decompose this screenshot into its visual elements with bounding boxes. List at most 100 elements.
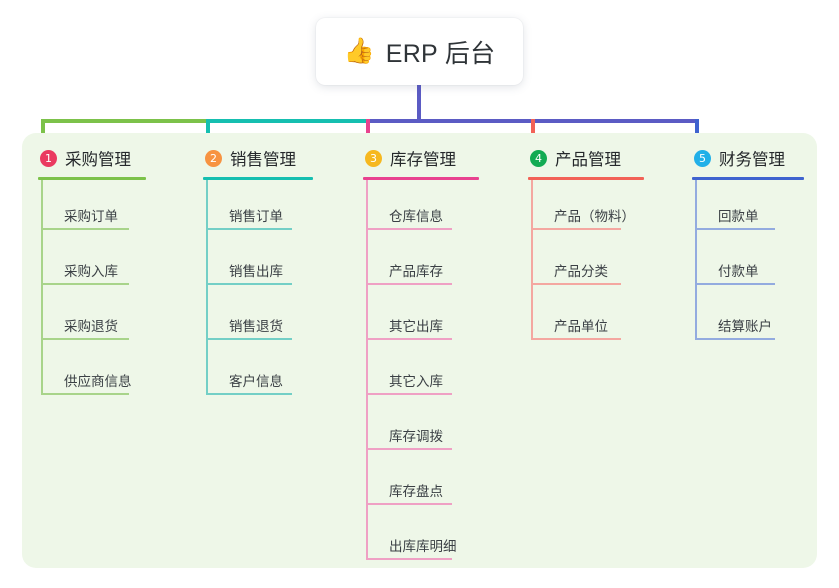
drop-stub-2 [206, 119, 210, 146]
leaf-label: 销售订单 [229, 209, 283, 224]
diagram-panel [22, 133, 817, 568]
leaf-item[interactable]: 采购退货 [38, 290, 150, 345]
column-rule [528, 177, 644, 180]
leaf-item[interactable]: 产品库存 [363, 235, 481, 290]
leaf-label: 客户信息 [229, 374, 283, 389]
column-header-5[interactable]: 5 财务管理 [692, 146, 804, 170]
column-title: 产品管理 [555, 151, 621, 169]
leaf-rule [531, 283, 621, 285]
leaf-label: 出库库明细 [389, 539, 457, 554]
column-1: 1 采购管理采购订单采购入库采购退货供应商信息 [38, 146, 150, 400]
leaf-rule [531, 228, 621, 230]
leaf-item[interactable]: 其它出库 [363, 290, 481, 345]
leaf-label: 供应商信息 [64, 374, 132, 389]
leaf-item[interactable]: 销售订单 [203, 180, 313, 235]
root-stem [417, 85, 421, 123]
leaf-label: 销售退货 [229, 319, 283, 334]
leaf-label: 库存盘点 [389, 484, 443, 499]
column-title: 采购管理 [65, 151, 131, 169]
number-badge: 5 [694, 149, 711, 167]
leaf-label: 其它出库 [389, 319, 443, 334]
leaf-list: 仓库信息产品库存其它出库其它入库库存调拨库存盘点出库库明细 [363, 180, 481, 565]
leaf-item[interactable]: 产品单位 [528, 290, 646, 345]
leaf-spine [41, 180, 43, 395]
column-rule [38, 177, 146, 180]
drop-stub-5 [695, 119, 699, 146]
leaf-rule [41, 393, 129, 395]
drop-stub-4 [531, 119, 535, 146]
leaf-rule [366, 393, 452, 395]
leaf-rule [206, 393, 292, 395]
leaf-label: 采购订单 [64, 209, 118, 224]
leaf-rule [695, 338, 775, 340]
leaf-label: 结算账户 [718, 319, 772, 334]
column-rule [692, 177, 804, 180]
number-badge: 3 [365, 149, 382, 167]
leaf-spine [206, 180, 208, 395]
leaf-label: 回款单 [718, 209, 759, 224]
leaf-label: 采购退货 [64, 319, 118, 334]
leaf-item[interactable]: 销售退货 [203, 290, 313, 345]
leaf-item[interactable]: 产品（物料） [528, 180, 646, 235]
leaf-rule [366, 503, 452, 505]
leaf-item[interactable]: 库存盘点 [363, 455, 481, 510]
leaf-item[interactable]: 其它入库 [363, 345, 481, 400]
leaf-item[interactable]: 付款单 [692, 235, 804, 290]
column-rule [363, 177, 479, 180]
bus-segment-1 [41, 119, 210, 123]
leaf-item[interactable]: 采购入库 [38, 235, 150, 290]
bus-segment-2 [206, 119, 370, 123]
column-header-1[interactable]: 1 采购管理 [38, 146, 150, 170]
column-5: 5 财务管理回款单付款单结算账户 [692, 146, 804, 345]
leaf-spine [695, 180, 697, 340]
page-title: ERP 后台 [385, 39, 496, 68]
leaf-spine [531, 180, 533, 340]
leaf-rule [366, 338, 452, 340]
leaf-label: 仓库信息 [389, 209, 443, 224]
leaf-rule [531, 338, 621, 340]
leaf-label: 产品库存 [389, 264, 443, 279]
leaf-rule [366, 283, 452, 285]
leaf-rule [206, 283, 292, 285]
leaf-item[interactable]: 结算账户 [692, 290, 804, 345]
column-2: 2 销售管理销售订单销售出库销售退货客户信息 [203, 146, 313, 400]
leaf-item[interactable]: 采购订单 [38, 180, 150, 235]
drop-stub-1 [41, 119, 45, 146]
column-title: 销售管理 [230, 151, 296, 169]
leaf-label: 产品分类 [554, 264, 608, 279]
column-rule [203, 177, 313, 180]
column-header-2[interactable]: 2 销售管理 [203, 146, 313, 170]
leaf-label: 付款单 [718, 264, 759, 279]
leaf-item[interactable]: 产品分类 [528, 235, 646, 290]
leaf-rule [366, 558, 452, 560]
number-badge: 2 [205, 149, 222, 167]
drop-stub-3 [366, 119, 370, 146]
leaf-list: 销售订单销售出库销售退货客户信息 [203, 180, 313, 400]
leaf-rule [366, 448, 452, 450]
leaf-list: 回款单付款单结算账户 [692, 180, 804, 345]
bus-segment-4 [531, 119, 699, 123]
leaf-item[interactable]: 供应商信息 [38, 345, 150, 400]
leaf-rule [695, 228, 775, 230]
leaf-label: 产品（物料） [554, 209, 635, 224]
leaf-label: 销售出库 [229, 264, 283, 279]
leaf-item[interactable]: 回款单 [692, 180, 804, 235]
thumbs-up-icon: 👍 [343, 37, 375, 65]
leaf-item[interactable]: 库存调拨 [363, 400, 481, 455]
number-badge: 1 [40, 149, 57, 167]
leaf-item[interactable]: 出库库明细 [363, 510, 481, 565]
leaf-rule [206, 338, 292, 340]
leaf-item[interactable]: 销售出库 [203, 235, 313, 290]
root-node[interactable]: 👍 ERP 后台 [316, 18, 523, 85]
leaf-rule [695, 283, 775, 285]
leaf-rule [366, 228, 452, 230]
leaf-rule [41, 283, 129, 285]
leaf-item[interactable]: 客户信息 [203, 345, 313, 400]
column-title: 财务管理 [719, 151, 785, 169]
leaf-item[interactable]: 仓库信息 [363, 180, 481, 235]
leaf-label: 其它入库 [389, 374, 443, 389]
